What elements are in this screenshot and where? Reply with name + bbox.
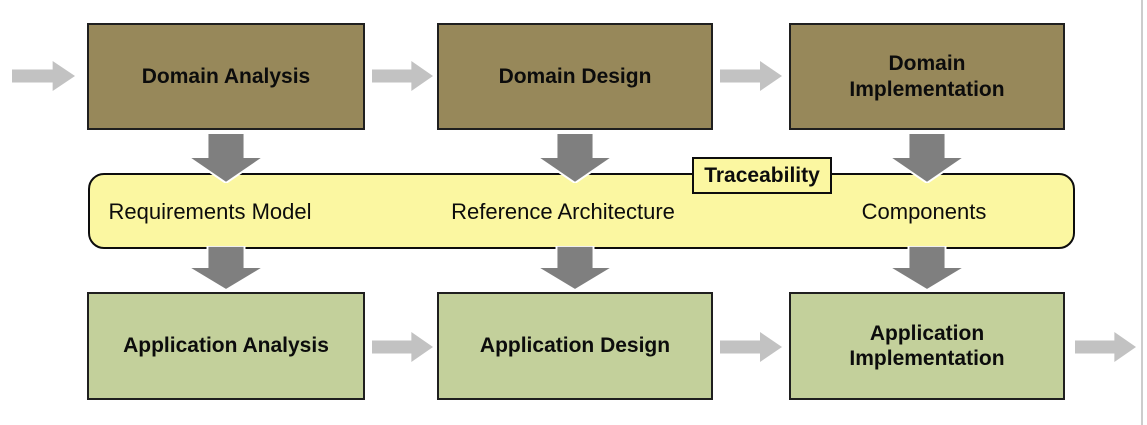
down-arrow-icon [537, 133, 613, 183]
domain-analysis-box: Domain Analysis [87, 23, 365, 130]
application-implementation-label: Application Implementation [849, 321, 1005, 370]
down-arrow-icon [188, 246, 264, 290]
right-arrow-icon [372, 61, 433, 91]
traceability-label: Traceability [704, 163, 820, 187]
page-border-right [1141, 0, 1143, 425]
application-design-label: Application Design [479, 334, 671, 358]
domain-implementation-to-band-arrow-icon [889, 133, 965, 183]
flow-exit-arrow-icon [1075, 332, 1136, 362]
band-to-application-implementation-arrow-icon [889, 246, 965, 290]
right-arrow-icon [372, 332, 433, 362]
right-arrow-icon [720, 61, 782, 91]
application-analysis-to-design-arrow-icon [372, 332, 433, 362]
domain-design-to-band-arrow-icon [537, 133, 613, 183]
down-arrow-icon [537, 246, 613, 290]
application-implementation-box: Application Implementation [789, 292, 1065, 400]
band-to-application-analysis-arrow-icon [188, 246, 264, 290]
domain-implementation-box: Domain Implementation [789, 23, 1065, 130]
down-arrow-icon [889, 246, 965, 290]
right-arrow-icon [12, 61, 75, 91]
requirements-model-label: Requirements Model [108, 199, 312, 224]
reference-architecture-label: Reference Architecture [451, 199, 675, 224]
application-design-box: Application Design [437, 292, 713, 400]
flow-entry-arrow-icon [12, 61, 75, 91]
domain-analysis-to-design-arrow-icon [372, 61, 433, 91]
domain-analysis-label: Domain Analysis [141, 64, 311, 88]
down-arrow-icon [889, 133, 965, 183]
traceability-badge: Traceability [692, 157, 832, 194]
components-label: Components [861, 199, 987, 224]
domain-design-box: Domain Design [437, 23, 713, 130]
down-arrow-icon [188, 133, 264, 183]
domain-design-to-implementation-arrow-icon [720, 61, 782, 91]
domain-analysis-to-band-arrow-icon [188, 133, 264, 183]
domain-design-label: Domain Design [498, 64, 652, 88]
application-analysis-label: Application Analysis [123, 334, 329, 358]
application-design-to-implementation-arrow-icon [720, 332, 782, 362]
domain-implementation-label: Domain Implementation [849, 52, 1005, 101]
right-arrow-icon [720, 332, 782, 362]
band-to-application-design-arrow-icon [537, 246, 613, 290]
application-analysis-box: Application Analysis [87, 292, 365, 400]
right-arrow-icon [1075, 332, 1136, 362]
